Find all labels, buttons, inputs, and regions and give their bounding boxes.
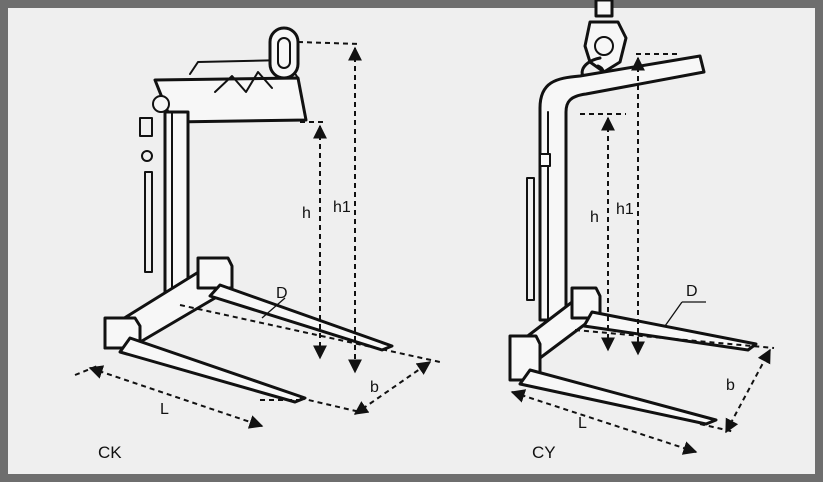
ck-b-label: b [370,379,379,396]
ck-labels: h h1 D b L CK [98,199,379,462]
ck-caption: CK [98,443,122,462]
ck-d-label: D [276,285,288,302]
cy-b-label: b [726,377,735,394]
cy-d-label: D [686,283,698,300]
cy-labels: h h1 D b L CY [532,201,735,462]
cy-caption: CY [532,443,556,462]
ck-fork-front [118,336,307,404]
ck-h1-label: h1 [333,199,351,216]
cy-dimensions [510,53,775,455]
cy-crane-hook [594,0,614,18]
ck-fork-back [208,283,394,352]
ck-dimensions [74,41,441,429]
cy-h1-label: h1 [616,201,634,218]
cy-h-label: h [590,209,599,226]
cy-curved-arm [538,54,706,322]
ck-lifting-ring [268,26,300,80]
cy-l-label: L [578,415,587,432]
cy-fork-front [518,368,718,426]
ck-l-label: L [160,401,169,418]
ck-h-label: h [302,205,311,222]
